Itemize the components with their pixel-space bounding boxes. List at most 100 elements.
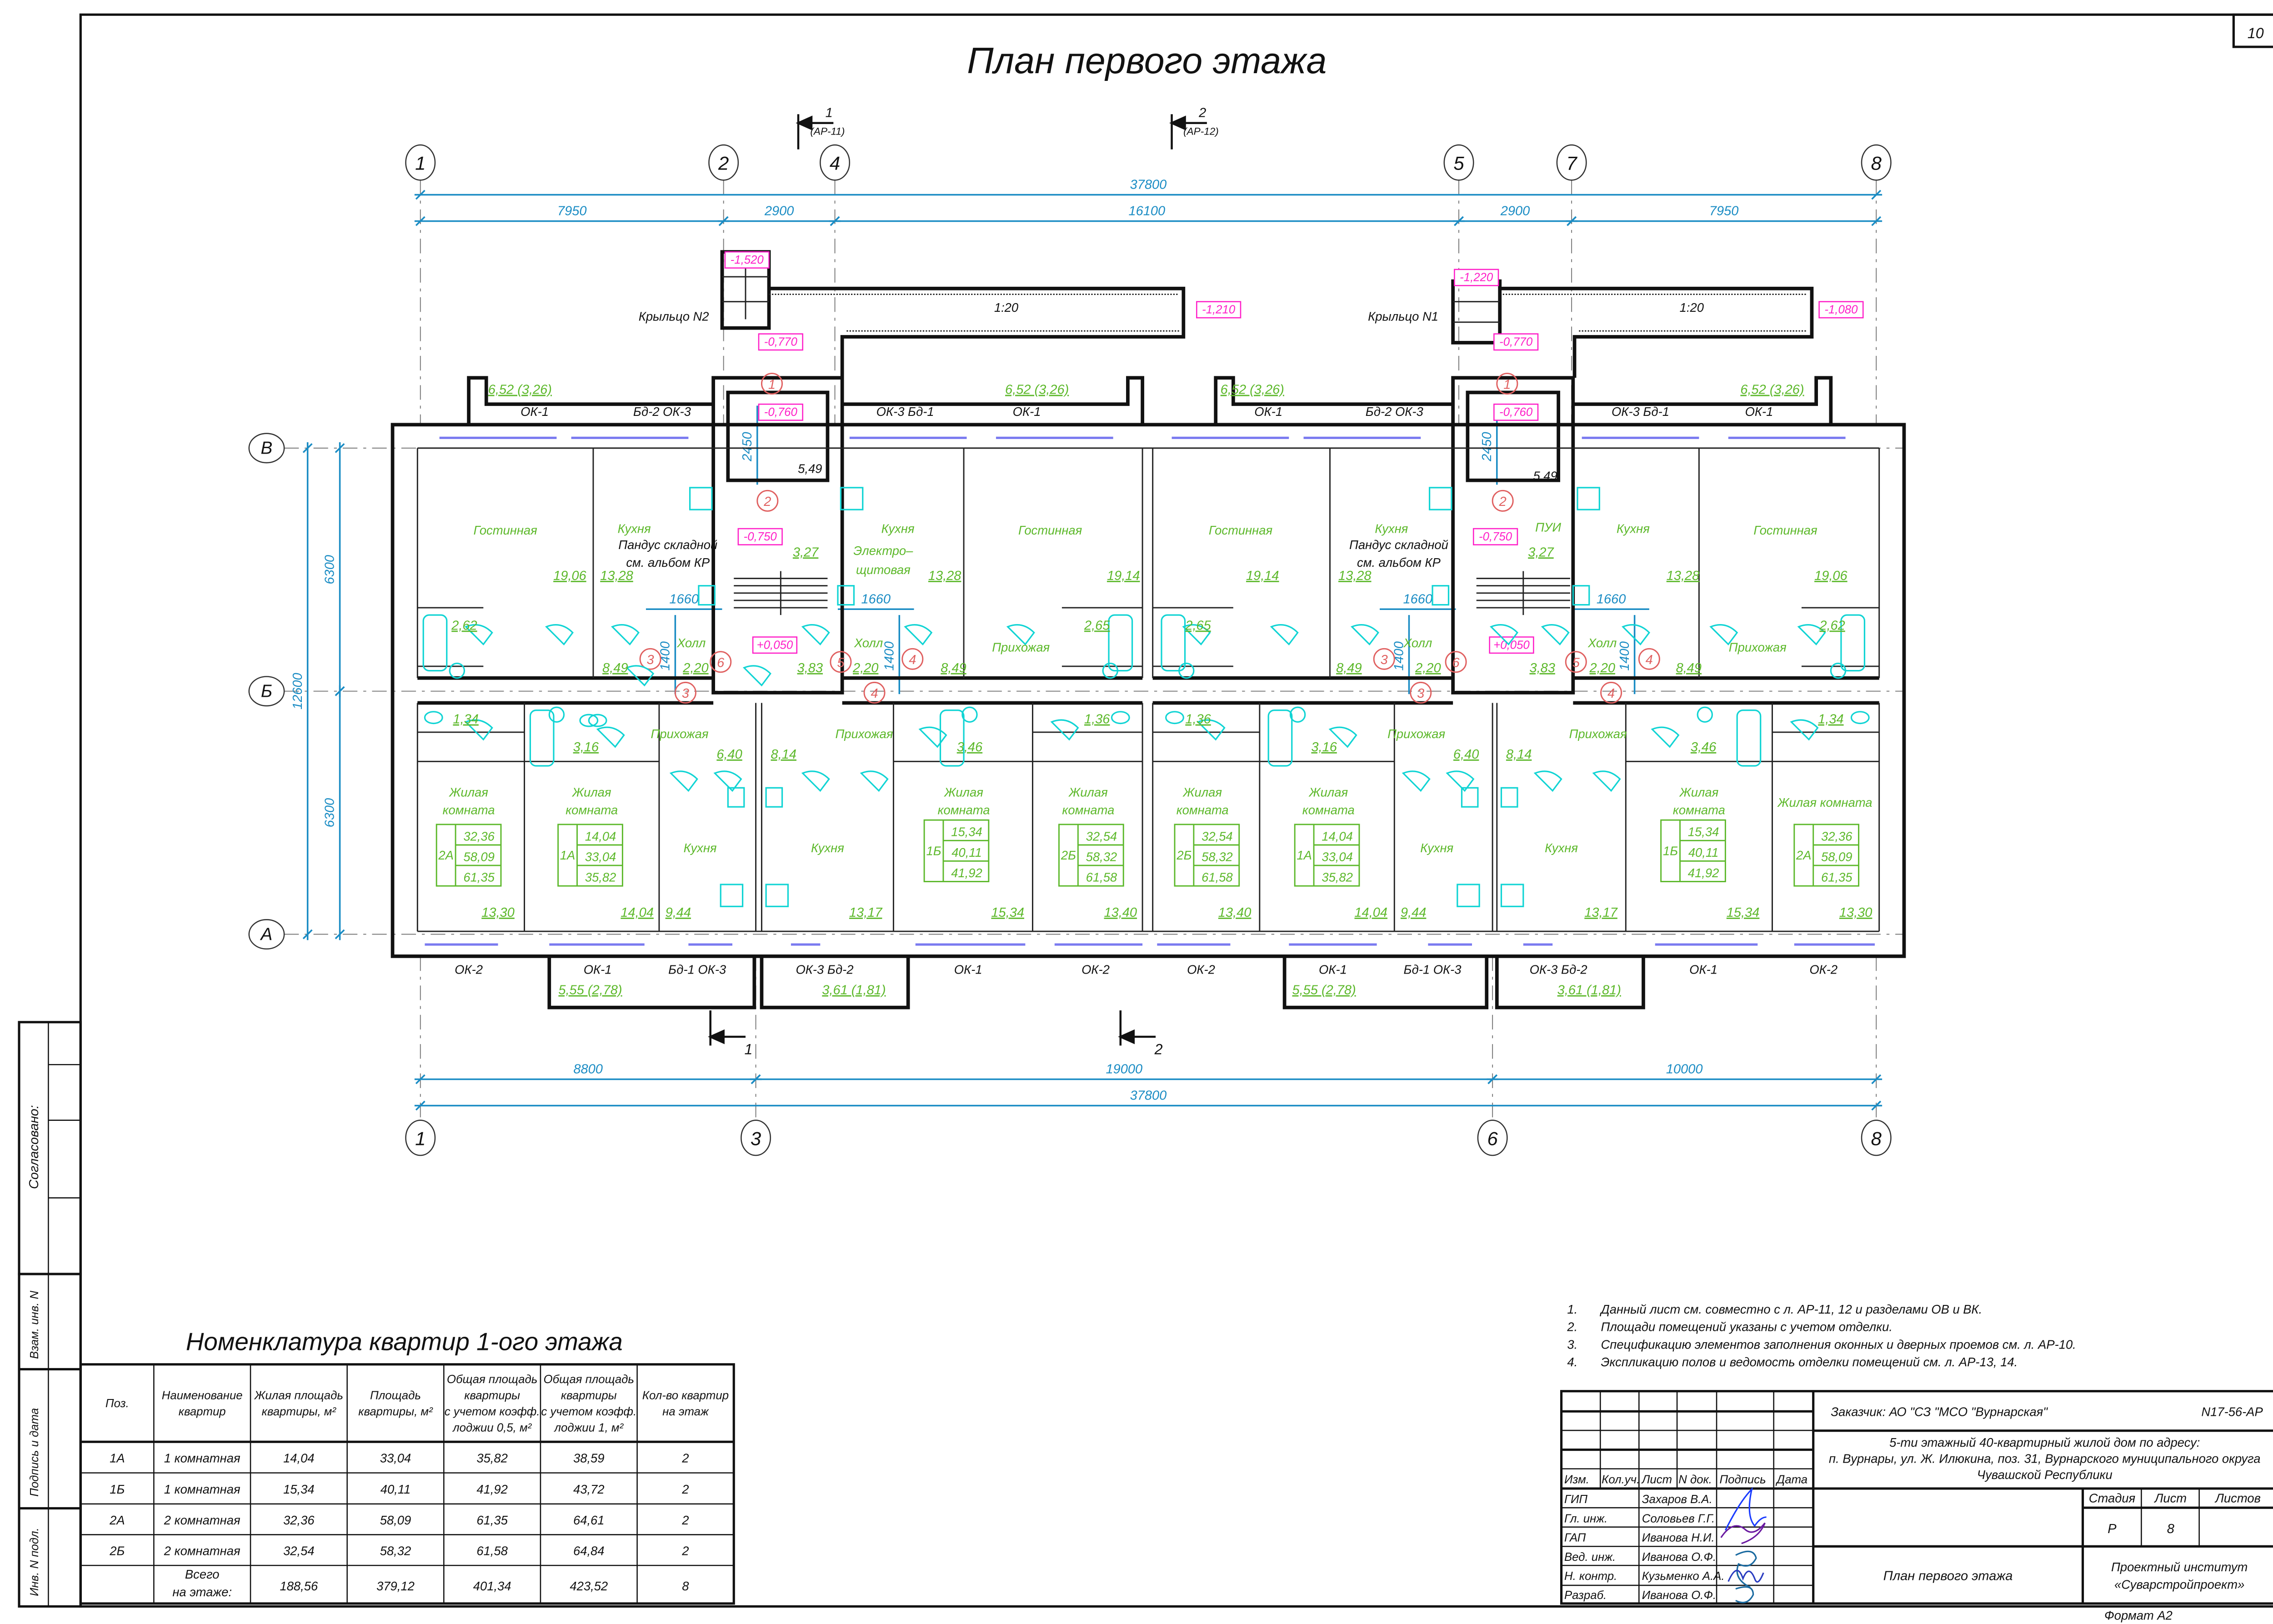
revision-header: Изм. — [1564, 1474, 1589, 1486]
dimension-value: 37800 — [1130, 178, 1167, 192]
door-mark-circle — [1445, 651, 1467, 673]
table-cell: 2 — [681, 1513, 689, 1527]
table-cell: 15,34 — [283, 1482, 315, 1496]
bathtub-icon — [1840, 614, 1866, 672]
staff-role: Разраб. — [1564, 1589, 1607, 1602]
plan-annotation: ОК-3 Бд-2 — [1530, 963, 1587, 977]
room-area: 19,14 — [1107, 569, 1140, 583]
plan-annotation: Пандус складной — [618, 538, 717, 552]
elevation-mark: -0,770 — [764, 335, 798, 348]
signature-icon — [1724, 1487, 1767, 1531]
building-walls — [391, 250, 1906, 1009]
door-mark: 6 — [1452, 656, 1460, 670]
room-area: 13,40 — [1218, 905, 1252, 920]
room-area: 3,16 — [573, 740, 599, 755]
door-swing — [1709, 624, 1738, 646]
table-cell: 61,35 — [476, 1513, 508, 1527]
apartment-type: 1Б — [926, 844, 941, 858]
elevation-mark: -0,760 — [1499, 406, 1533, 419]
apartment-area: 32,36 — [463, 829, 495, 843]
axis-label: 1 — [415, 153, 426, 174]
revision-header: Дата — [1775, 1474, 1807, 1486]
room-name: комната — [938, 803, 990, 817]
table-cell: 64,61 — [573, 1513, 605, 1527]
section-arrow-icon — [796, 115, 834, 130]
elevation-mark: -0,770 — [1499, 335, 1533, 348]
table-header: Общая площадь — [447, 1373, 537, 1386]
dimension-value: 1400 — [1617, 641, 1632, 670]
door-mark: 3 — [1417, 686, 1424, 701]
room-area: 5,55 (2,78) — [1292, 983, 1356, 998]
room-name: Кухня — [1420, 841, 1453, 855]
kitchen-sink-icon — [727, 787, 745, 808]
apartment-type: 2А — [438, 848, 453, 862]
room-area: 2,20 — [682, 661, 708, 675]
door-swing — [904, 624, 933, 646]
apartment-area: 58,32 — [1086, 849, 1117, 864]
kitchen-sink-icon — [1461, 787, 1479, 808]
dimension-value: 6300 — [323, 798, 337, 827]
plan-annotation: 1:20 — [1680, 300, 1704, 315]
door-swing — [464, 719, 493, 741]
apartment-area: 41,92 — [1688, 866, 1719, 880]
bathtub-icon — [422, 614, 448, 672]
staff-name: Иванова О.Ф. — [1642, 1551, 1716, 1564]
door-mark: 6 — [717, 656, 725, 670]
plan-annotation: ОК-3 Бд-1 — [876, 405, 934, 419]
stove-icon — [765, 884, 789, 907]
table-cell: 43,72 — [573, 1482, 605, 1496]
axis-bubble — [708, 144, 739, 181]
room-area: 1,34 — [453, 712, 478, 727]
door-mark-circle — [1496, 373, 1518, 395]
room-area: 9,44 — [1401, 905, 1426, 920]
room-area: 6,52 (3,26) — [1221, 383, 1284, 397]
dimension-tick — [1871, 1074, 1882, 1084]
elevation-mark: -1,520 — [731, 254, 764, 266]
table-cell: 2 — [681, 1544, 689, 1558]
axis-bubble — [1477, 1119, 1508, 1156]
sheet-number: 10 — [2248, 25, 2264, 41]
dimension-value: 1660 — [1597, 592, 1626, 606]
door-swing — [1270, 624, 1299, 646]
room-name: комната — [1302, 803, 1355, 817]
door-swing — [626, 665, 655, 687]
table-cell: 2 комнатная — [164, 1544, 240, 1558]
apartment-area: 32,36 — [1821, 829, 1852, 843]
dimension-value: 6300 — [323, 555, 337, 584]
table-total-value: 401,34 — [473, 1579, 511, 1593]
door-mark: 1 — [768, 377, 776, 392]
table-cell: 1А — [110, 1451, 125, 1465]
table-header: на этаж — [662, 1405, 709, 1418]
sheet-value: 8 — [2167, 1522, 2174, 1536]
room-area: 8,14 — [771, 747, 796, 762]
axis-label: 5 — [1453, 153, 1464, 174]
apartment-tag-box — [923, 819, 990, 882]
organization: Проектный институт — [2111, 1560, 2248, 1574]
agreed-label: Согласовано: — [27, 1105, 41, 1189]
door-mark-circle — [761, 373, 783, 395]
room-name: комната — [443, 803, 495, 817]
table-cell: 32,36 — [283, 1513, 315, 1527]
apartment-area: 41,92 — [951, 866, 982, 880]
stove-icon — [1457, 884, 1480, 907]
dimension-tick — [1454, 216, 1464, 226]
door-swing — [1402, 770, 1431, 792]
table-cell: 2Б — [109, 1544, 125, 1558]
revision-header: Подпись — [1720, 1474, 1766, 1486]
dimension-value: 16100 — [1128, 204, 1165, 219]
room-name: Прихожая — [835, 727, 893, 741]
apartment-tag-box — [1174, 824, 1240, 887]
room-area: 3,27 — [1528, 545, 1554, 560]
general-notes: 1.Данный лист см. совместно с л. АР-11, … — [1567, 1302, 2076, 1369]
room-name: Прихожая — [992, 640, 1050, 655]
door-swing — [1790, 719, 1819, 741]
room-name: Жилая — [1182, 785, 1222, 800]
dimension-tick — [302, 443, 313, 453]
bathtub-icon — [1736, 709, 1762, 767]
table-cell: 2А — [109, 1513, 125, 1527]
dimension-value: 1400 — [882, 641, 896, 670]
door-mark: 3 — [1381, 653, 1388, 667]
bathtub-icon — [1267, 709, 1293, 767]
axis-bubble — [820, 144, 851, 181]
